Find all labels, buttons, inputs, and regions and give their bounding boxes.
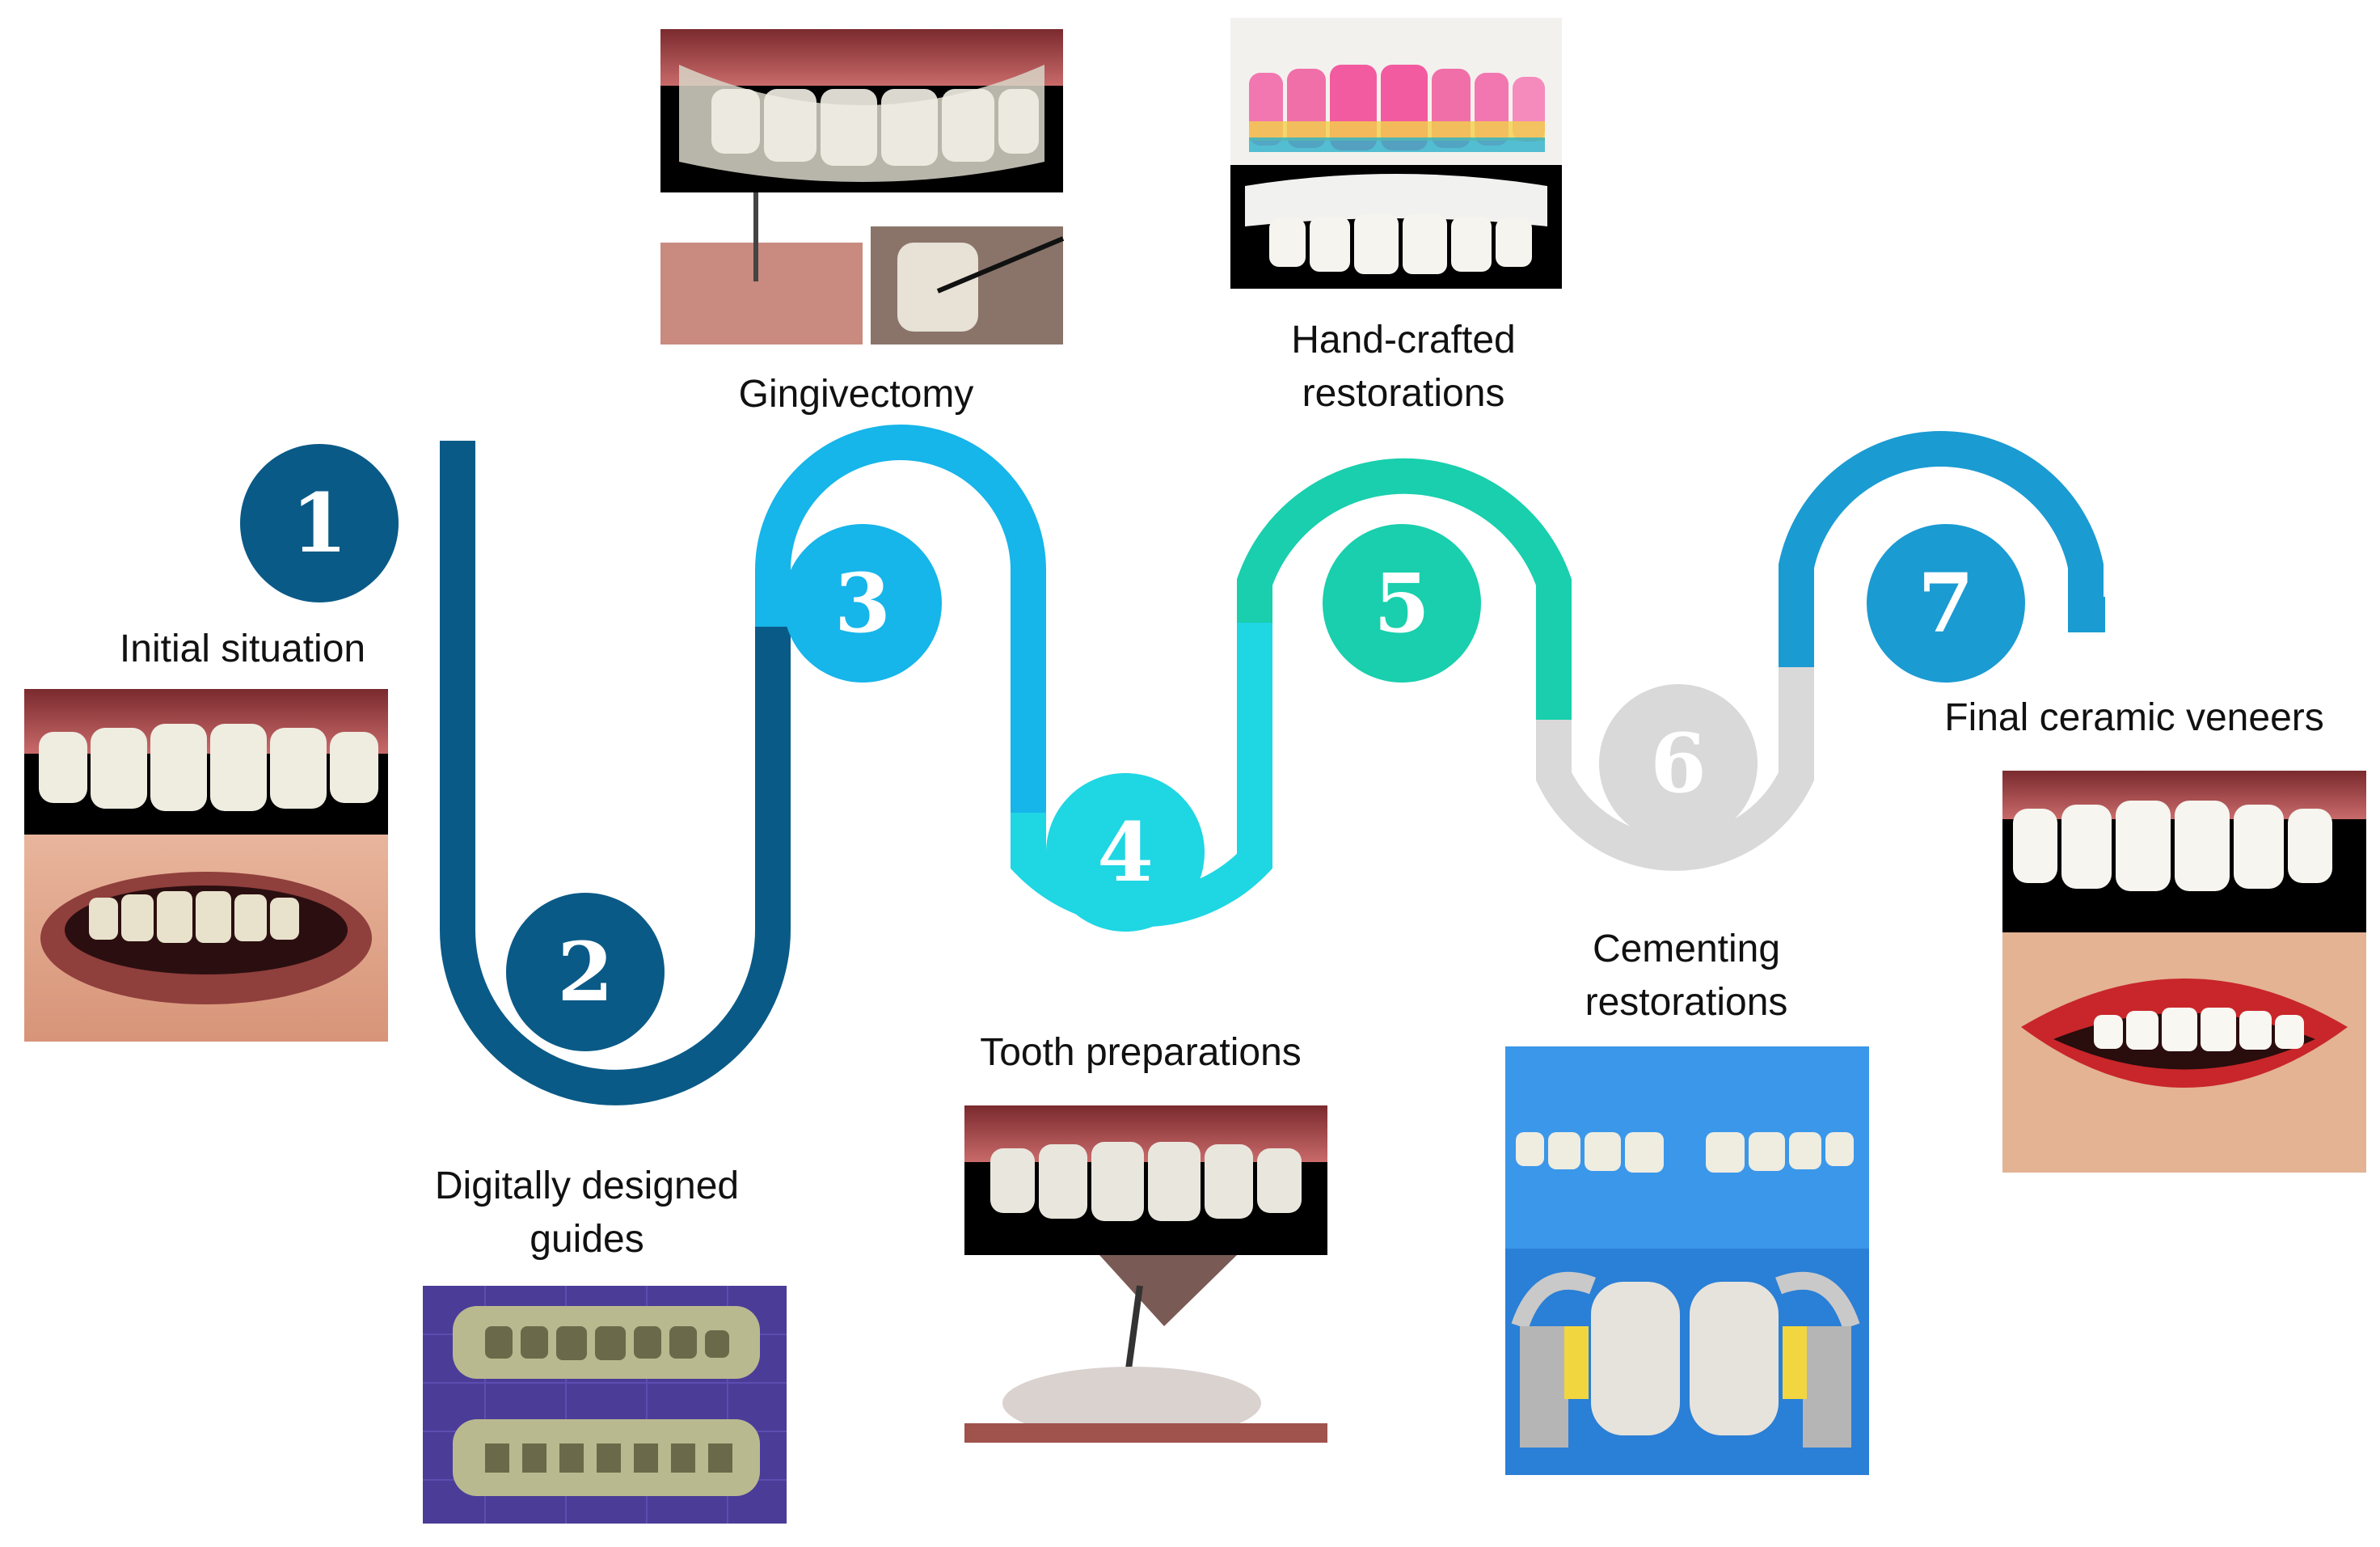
step-label-5-line2: restorations [1302,372,1505,415]
path-segment-7 [1779,431,2105,667]
cementing-photo [1505,1046,1869,1475]
step-circle-4: 4 [1046,773,1205,932]
svg-text:5: 5 [1374,556,1430,651]
final-smile-photo [2002,771,2366,1173]
svg-text:7: 7 [1918,556,1974,651]
step-circle-1: 1 [240,444,399,602]
step-label-3: Gingivectomy [739,373,974,416]
step-circle-5: 5 [1323,524,1481,683]
step-label-5-line1: Hand-crafted [1291,319,1515,361]
ceramic-model-photo [1230,18,1562,289]
step-label-7: Final ceramic veneers [1944,696,2324,739]
svg-text:1: 1 [291,476,348,571]
gingivectomy-photo [660,29,1065,344]
digital-model-render [423,1286,787,1524]
step-label-4: Tooth preparations [980,1031,1302,1074]
step-label-6-line2: restorations [1585,981,1788,1024]
step-label-2-line2: guides [530,1218,644,1261]
path-segment-6 [1536,667,1814,871]
step-circle-2: 2 [506,893,665,1051]
step-label-2-line1: Digitally designed [435,1164,739,1207]
preparation-photo [964,1105,1327,1443]
workflow-path [440,425,2105,1105]
path-segment-5 [1237,458,1572,720]
svg-text:4: 4 [1097,805,1154,900]
step-circle-3: 3 [783,524,942,683]
path-segment-3 [755,425,1046,813]
path-segment-1 [440,441,791,1105]
step-label-1: Initial situation [120,628,365,670]
step-circle-6: 6 [1599,684,1758,843]
svg-text:6: 6 [1650,716,1707,811]
step-circle-7: 7 [1867,524,2025,683]
svg-text:2: 2 [557,924,614,1020]
svg-text:3: 3 [834,556,891,651]
step-label-6-line1: Cementing [1593,928,1780,970]
smile-photo [24,689,388,1042]
